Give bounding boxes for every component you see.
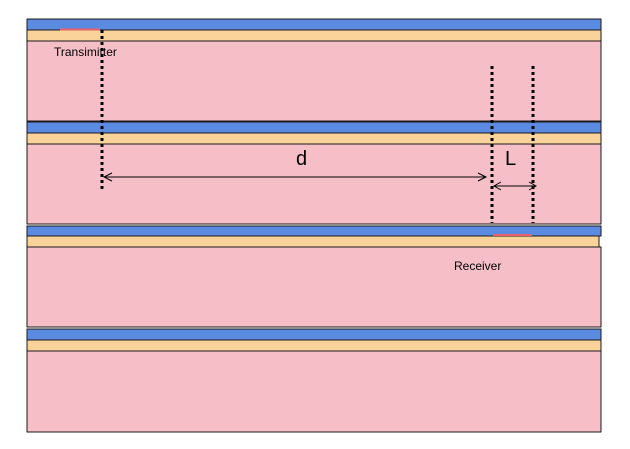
stack-unit-2: [26, 121, 602, 225]
pink-body: [26, 350, 602, 433]
length-arrow: [492, 181, 538, 191]
stack-unit-4: [26, 328, 602, 433]
receiver-label: Receiver: [454, 259, 501, 273]
distance-arrow: [102, 172, 488, 182]
stack-unit-3: [26, 225, 602, 328]
distance-label: d: [296, 148, 307, 170]
blue-layer: [26, 121, 602, 134]
length-label: L: [505, 148, 516, 170]
tan-layer: [26, 235, 600, 248]
pink-body: [26, 143, 602, 225]
pink-body: [26, 246, 602, 328]
transmitter-label: Transimitter: [54, 45, 117, 59]
pink-body: [26, 40, 602, 122]
tan-layer: [26, 339, 602, 352]
stack-unit-1: [26, 18, 602, 122]
tan-layer: [26, 132, 602, 145]
tan-layer: [26, 29, 602, 42]
blue-layer: [26, 18, 602, 31]
blue-layer: [26, 328, 602, 341]
